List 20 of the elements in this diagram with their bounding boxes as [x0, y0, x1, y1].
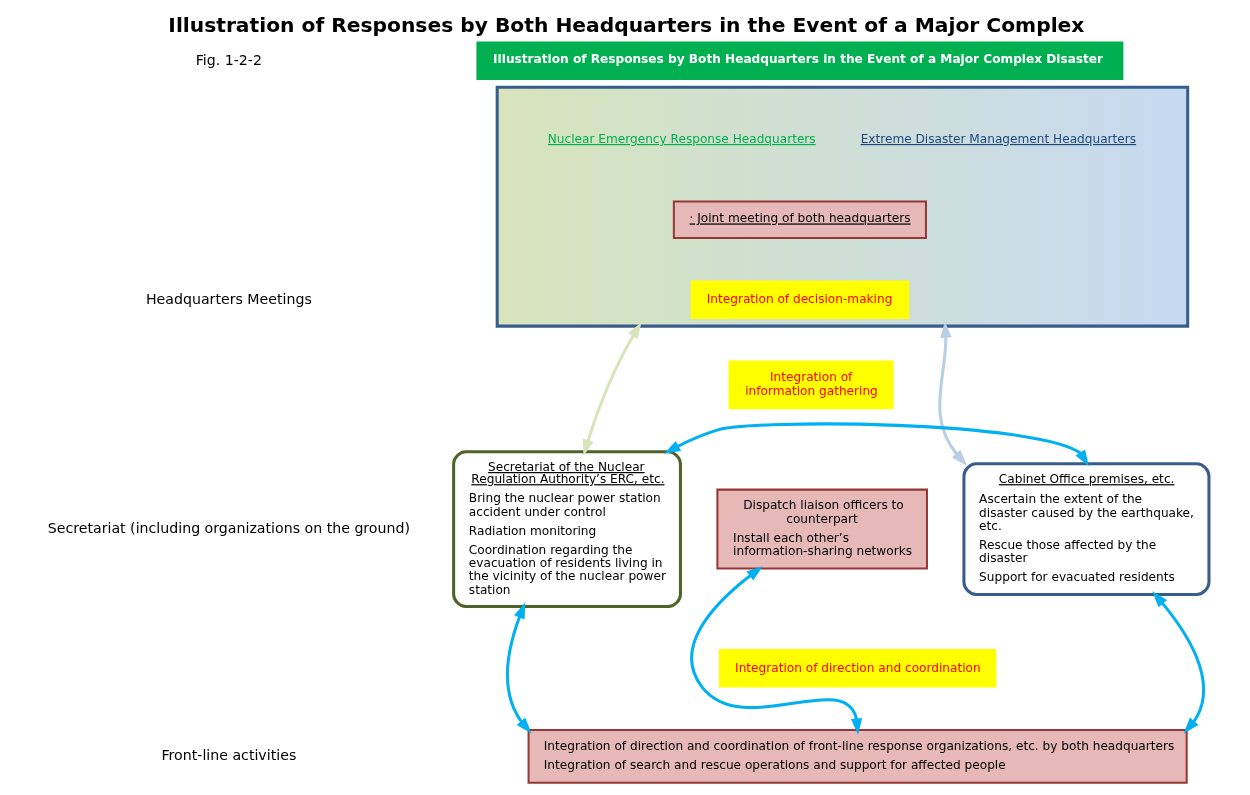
arrow	[690, 566, 863, 735]
node-box: Integration of information gathering	[728, 360, 894, 410]
node-box: Integration of direction and coordination	[718, 649, 997, 688]
arrow	[938, 321, 967, 466]
node-box: Integration of direction and coordination of front-line response organizations, etc. by both headquarters Integration of search and rescue operations and support for affected people	[527, 729, 1188, 784]
label: Secretariat (including organizations on the ground)	[47, 519, 410, 536]
node-box: Cabinet Office premises, etc. Ascertain the extent of the disaster caused by the earthquake, etc. Rescue those affected by the disaster Support for evacuated residents	[962, 462, 1211, 596]
node-box: Illustration of Responses by Both Headquarters in the Event of a Major Complex Disaster	[476, 41, 1124, 81]
diagram-title: Illustration of Responses by Both Headquarters in the Event of a Major Complex	[168, 12, 1085, 37]
node-box: Integration of decision-making	[690, 280, 910, 320]
node-box: Secretariat of the Nuclear Regulation Authority’s ERC, etc. Bring the nuclear power station accident under control Radiation monitoring Coordination regarding the evacuation of residents living in the vicinity of the nuclear power station	[452, 450, 682, 609]
label: Headquarters Meetings	[145, 290, 312, 307]
arrow	[1152, 591, 1205, 734]
arrow	[664, 422, 1089, 467]
label: Fig. 1-2-2	[195, 51, 263, 68]
arrow	[506, 602, 532, 734]
label: Front-line activities	[161, 747, 297, 764]
node-box: Dispatch liaison officers to counterpart Install each other’s information-sharing networks	[716, 488, 928, 570]
arrow	[582, 322, 642, 456]
node-box: · Joint meeting of both headquarters	[672, 200, 927, 240]
